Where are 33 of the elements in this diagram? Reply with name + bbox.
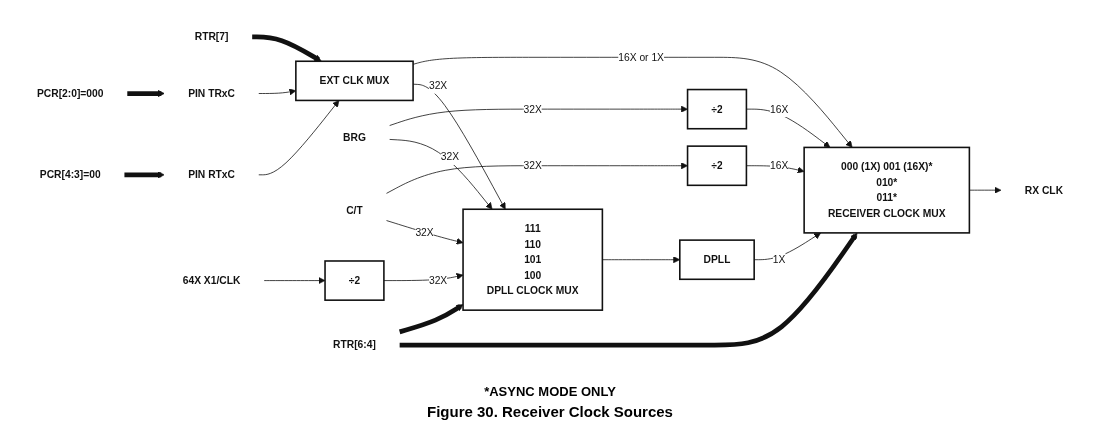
node-text: 64X X1/CLK [182, 274, 241, 287]
node-box: ÷2 [686, 88, 748, 130]
figure-caption: Figure 30. Receiver Clock Sources [427, 403, 673, 420]
arrow [399, 304, 464, 335]
node-box: 000 (1X) 001 (16X)* 010* 011* RECEIVER CLOCK MUX [803, 146, 971, 234]
edge-label: 32X [428, 79, 448, 92]
node-text: RTR[7] [194, 30, 229, 43]
edge-label: 32X [415, 226, 434, 239]
arrow [252, 34, 322, 62]
node-text: RTR[6:4] [333, 338, 376, 351]
node-box: DPLL [679, 239, 755, 281]
node-text: PIN RTxC [188, 168, 236, 181]
edge-label: 32X [523, 103, 542, 115]
edge-label: 32X [523, 159, 542, 172]
node-text: PCR[4:3]=00 [39, 168, 101, 181]
node-text: BRG [343, 131, 366, 144]
node-box: 111 110 101 100 DPLL CLOCK MUX [462, 208, 604, 311]
node-box: ÷2 [686, 145, 748, 187]
node-text: C/T [346, 204, 363, 217]
edge-label: 16X [769, 103, 789, 115]
edge-label: 16X [769, 159, 789, 172]
edge-label: 16X or 1X [618, 51, 664, 64]
node-box: EXT CLK MUX [295, 60, 414, 102]
arrow [124, 171, 165, 179]
arrow [127, 90, 165, 97]
node-box: ÷2 [324, 260, 385, 301]
node-text: RX CLK [1024, 184, 1064, 196]
note-text: *ASYNC MODE ONLY [484, 384, 616, 399]
node-text: PIN TRxC [188, 87, 236, 100]
edge-label: 32X [440, 150, 460, 163]
edge-label: 32X [428, 274, 448, 287]
edge-label: 1X [772, 253, 786, 266]
node-text: PCR[2:0]=000 [36, 87, 104, 100]
